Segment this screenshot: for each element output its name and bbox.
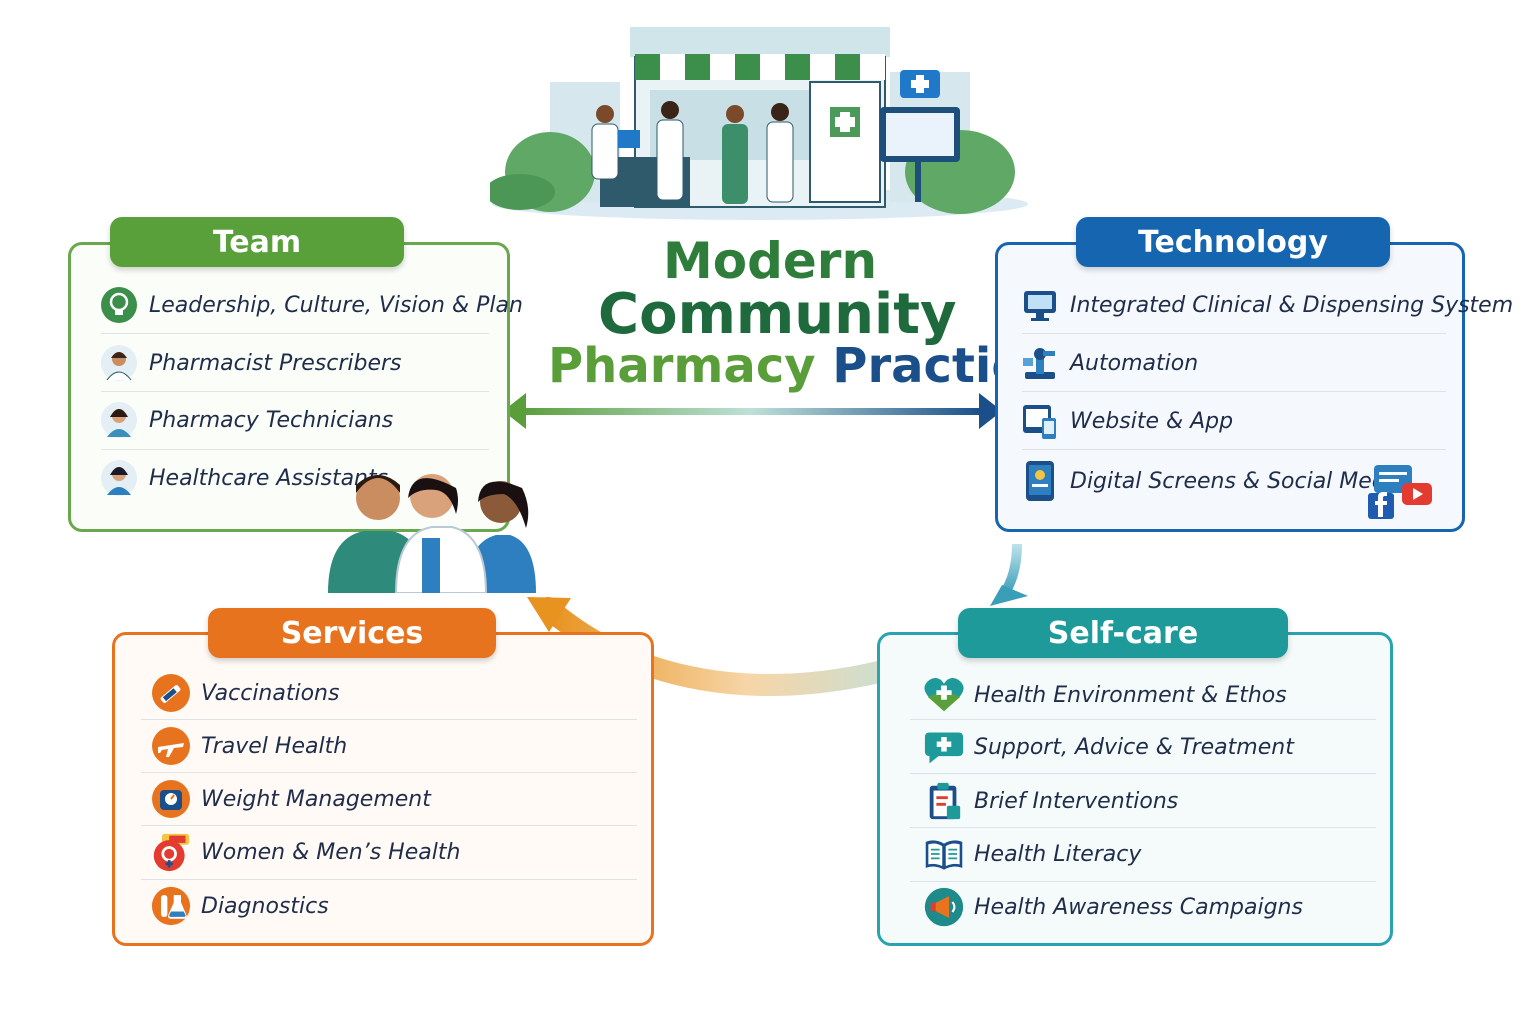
technology-item-integrated-system: Integrated Clinical & Dispensing System xyxy=(1020,285,1513,325)
pharmacist-avatar-icon xyxy=(99,343,139,383)
scale-icon xyxy=(151,779,191,819)
selfcare-item-support-advice: Support, Advice & Treatment xyxy=(924,727,1390,767)
team-item-label: Pharmacist Prescribers xyxy=(149,350,402,376)
technology-item-label: Digital Screens & Social Media xyxy=(1070,468,1406,494)
selfcare-item-label: Brief Interventions xyxy=(974,788,1179,814)
selfcare-item-label: Health Awareness Campaigns xyxy=(974,894,1303,920)
pharmacy-storefront-illustration xyxy=(490,27,1028,220)
technology-item-label: Automation xyxy=(1070,350,1199,376)
services-item-label: Travel Health xyxy=(201,733,348,759)
selfcare-item-brief-interventions: Brief Interventions xyxy=(924,781,1390,821)
technology-item-label: Website & App xyxy=(1070,408,1234,434)
selfcare-item-label: Health Environment & Ethos xyxy=(974,682,1287,708)
services-panel: Vaccinations Travel Health Weight Manage… xyxy=(112,632,654,946)
flask-icon xyxy=(151,886,191,926)
selfcare-panel: Health Environment & Ethos Support, Advi… xyxy=(877,632,1393,946)
services-item-label: Weight Management xyxy=(201,786,431,812)
title-line-modern: Modern xyxy=(663,232,878,290)
technology-item-label: Integrated Clinical & Dispensing System xyxy=(1070,292,1514,318)
services-item-diagnostics: Diagnostics xyxy=(151,886,651,926)
team-item-pharmacy-technicians: Pharmacy Technicians xyxy=(99,400,507,440)
selfcare-item-label: Support, Advice & Treatment xyxy=(974,734,1294,760)
technician-avatar-icon xyxy=(99,400,139,440)
technology-item-digital-screens: Digital Screens & Social Media xyxy=(1020,461,1462,501)
services-item-label: Diagnostics xyxy=(201,893,329,919)
selfcare-item-health-literacy: Health Literacy xyxy=(924,834,1390,874)
team-people-illustration xyxy=(328,474,536,593)
chat-bubble-icon xyxy=(924,727,964,767)
lightbulb-icon xyxy=(99,285,139,325)
selfcare-item-label: Health Literacy xyxy=(974,841,1142,867)
team-item-label: Leadership, Culture, Vision & Plan xyxy=(149,292,523,318)
technology-item-website-app: Website & App xyxy=(1020,401,1462,441)
tablet-icon xyxy=(1020,461,1060,501)
team-item-label: Healthcare Assistants xyxy=(149,465,389,491)
robot-arm-icon xyxy=(1020,343,1060,383)
devices-icon xyxy=(1020,401,1060,441)
technology-panel: Integrated Clinical & Dispensing System … xyxy=(995,242,1513,532)
airplane-icon xyxy=(151,726,191,766)
services-item-weight-management: Weight Management xyxy=(151,779,651,819)
megaphone-icon xyxy=(924,887,964,927)
syringe-icon xyxy=(151,673,191,713)
services-item-label: Women & Men’s Health xyxy=(201,839,461,865)
title-word-pharmacy: Pharmacy xyxy=(548,338,816,394)
clipboard-icon xyxy=(924,781,964,821)
monitor-icon xyxy=(1020,285,1060,325)
selfcare-item-health-environment: Health Environment & Ethos xyxy=(924,675,1390,715)
services-item-vaccinations: Vaccinations xyxy=(151,673,651,713)
technology-item-automation: Automation xyxy=(1020,343,1462,383)
assistant-avatar-icon xyxy=(99,458,139,498)
team-item-leadership: Leadership, Culture, Vision & Plan xyxy=(99,285,523,325)
book-icon xyxy=(924,834,964,874)
services-item-womens-mens-health: Women & Men’s Health xyxy=(151,832,651,872)
services-item-label: Vaccinations xyxy=(201,680,340,706)
team-item-healthcare-assistants: Healthcare Assistants xyxy=(99,458,507,498)
team-heading: Team xyxy=(110,217,404,267)
services-heading: Services xyxy=(208,608,496,658)
team-item-pharmacist-prescribers: Pharmacist Prescribers xyxy=(99,343,507,383)
heart-icon xyxy=(924,675,964,715)
title-line-community: Community xyxy=(598,282,957,347)
services-item-travel-health: Travel Health xyxy=(151,726,651,766)
social-media-icons xyxy=(1368,465,1432,519)
technology-heading: Technology xyxy=(1076,217,1390,267)
gender-icon xyxy=(151,832,191,872)
team-item-label: Pharmacy Technicians xyxy=(149,407,394,433)
selfcare-item-awareness-campaigns: Health Awareness Campaigns xyxy=(924,887,1390,927)
selfcare-heading: Self-care xyxy=(958,608,1288,658)
